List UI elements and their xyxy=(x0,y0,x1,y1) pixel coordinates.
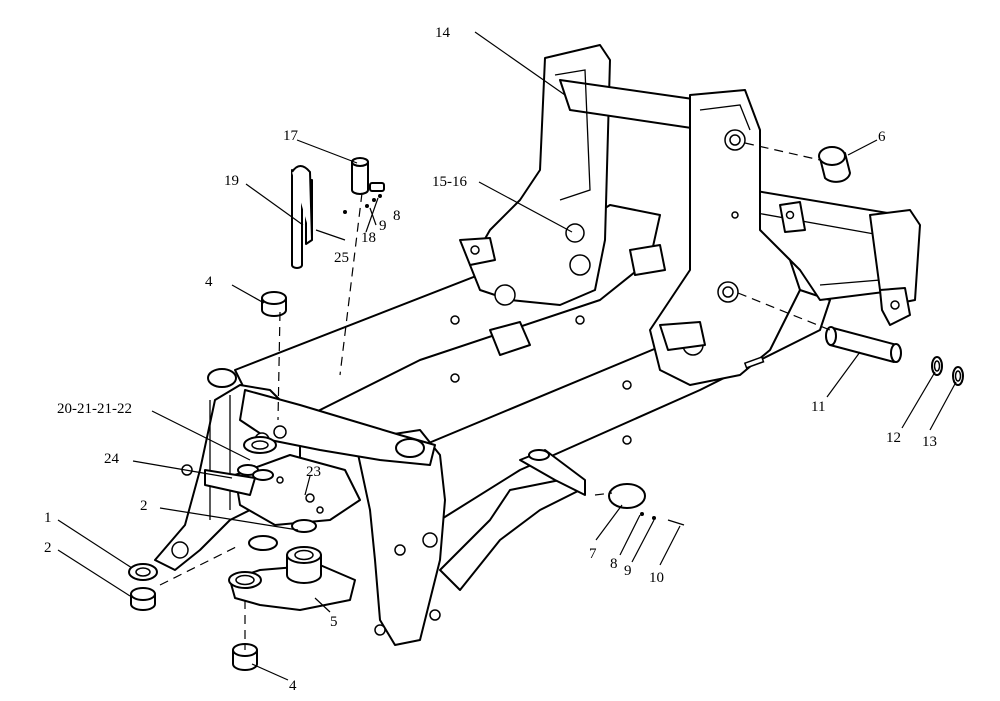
callout-5: 5 xyxy=(330,614,338,630)
callout-10: 10 xyxy=(649,570,664,586)
callout-24: 24 xyxy=(104,451,120,467)
callout-17: 17 xyxy=(283,128,299,144)
callout-2-upper: 2 xyxy=(140,498,148,514)
callout-11: 11 xyxy=(811,399,825,415)
main-frame xyxy=(154,44,921,646)
bushing-4-lower xyxy=(232,643,258,671)
bushing-4-upper xyxy=(261,291,287,317)
callout-6: 6 xyxy=(878,129,886,145)
callout-20-22: 20-21-21-22 xyxy=(57,401,132,417)
lower-swing-link xyxy=(229,564,356,611)
pin-11 xyxy=(825,326,902,363)
callout-4-bottom: 4 xyxy=(289,678,297,694)
washer-1 xyxy=(128,563,158,581)
assembly-lines xyxy=(159,142,831,650)
callout-12: 12 xyxy=(886,430,901,446)
callout-1: 1 xyxy=(44,510,52,526)
callout-8-top: 8 xyxy=(393,208,401,224)
callout-4-top: 4 xyxy=(205,274,213,290)
callout-labels: 14 6 15-16 17 19 8 9 18 25 4 20-21-21-22… xyxy=(44,25,937,694)
callout-13: 13 xyxy=(922,434,937,450)
tower-right-plate xyxy=(649,89,801,386)
callout-8-bottom: 8 xyxy=(610,556,618,572)
callout-18: 18 xyxy=(361,230,376,246)
callout-23: 23 xyxy=(306,464,321,480)
callout-2-lower: 2 xyxy=(44,540,52,556)
callout-14: 14 xyxy=(435,25,451,41)
handle-19 xyxy=(291,165,313,269)
front-yoke-plate-right xyxy=(354,429,446,646)
callout-7: 7 xyxy=(589,546,597,562)
callout-19: 19 xyxy=(224,173,239,189)
callout-15-16: 15-16 xyxy=(432,174,467,190)
callout-9-top: 9 xyxy=(379,218,387,234)
callout-9-bottom: 9 xyxy=(624,563,632,579)
loose-parts xyxy=(128,146,964,671)
bushing-2 xyxy=(130,587,156,611)
bushing-6 xyxy=(818,146,851,183)
cover-plate-7 xyxy=(608,483,646,509)
callout-25: 25 xyxy=(334,250,349,266)
pin-17 xyxy=(351,157,385,195)
leader-lines xyxy=(57,31,957,681)
